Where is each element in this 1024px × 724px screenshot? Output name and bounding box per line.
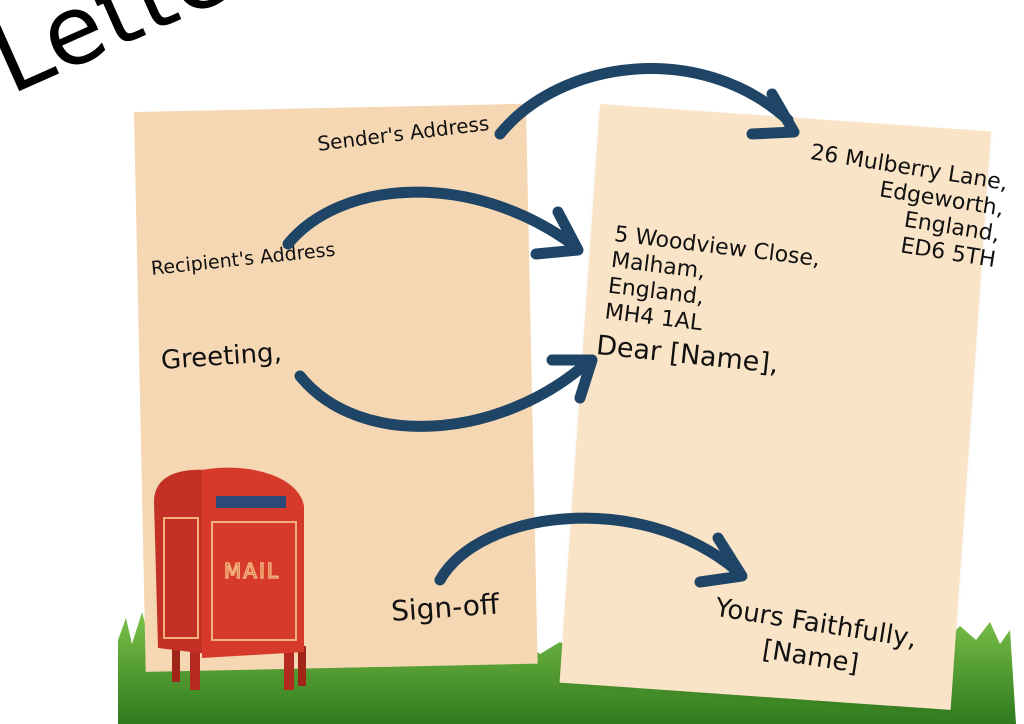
arrow-recipient-address: [282, 186, 584, 260]
arrow-sign-off: [434, 512, 748, 588]
arrow-sender-address: [494, 63, 800, 140]
mailbox-icon: MAIL: [154, 467, 306, 690]
mailbox-label: MAIL: [224, 559, 280, 583]
arrow-greeting: [294, 354, 598, 432]
